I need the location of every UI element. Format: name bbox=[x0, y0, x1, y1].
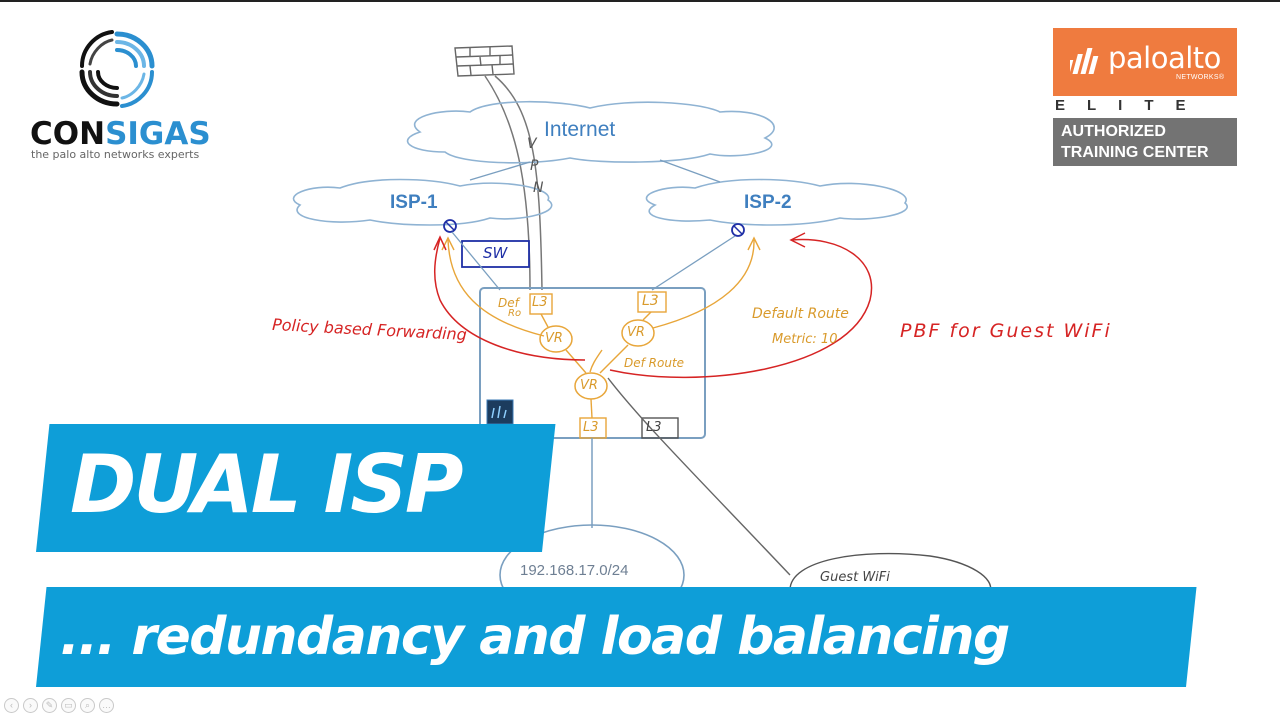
default-route-label: Default Route bbox=[752, 306, 849, 322]
l3-bottom-left-label: L3 bbox=[583, 420, 599, 435]
firewall-icon bbox=[454, 45, 515, 77]
vpn-letter-n: N bbox=[533, 180, 544, 196]
lan-subnet-label: 192.168.17.0/24 bbox=[520, 562, 629, 579]
more-icon[interactable]: … bbox=[99, 698, 114, 713]
internet-isp1-link bbox=[469, 161, 531, 181]
vr-left-label: VR bbox=[545, 331, 563, 346]
vpn-letter-v: V bbox=[527, 136, 537, 152]
isp2-label: ISP-2 bbox=[744, 192, 792, 213]
switch-label: SW bbox=[483, 244, 508, 262]
device-icon bbox=[486, 399, 514, 425]
pbf-guest-wifi-label: PBF for Guest WiFi bbox=[900, 320, 1112, 342]
default-route-isp2-arrow bbox=[652, 239, 755, 329]
l3-bottom-right-label: L3 bbox=[646, 420, 662, 435]
vr-right-circle bbox=[621, 319, 655, 347]
paloalto-logo-icon bbox=[1070, 48, 1099, 74]
vpn-tunnel-line-b bbox=[494, 75, 543, 291]
l3-top-right-label: L3 bbox=[642, 293, 659, 309]
isp2-cloud bbox=[645, 178, 908, 226]
isp2-firewall-link bbox=[651, 235, 736, 291]
internet-isp2-link bbox=[659, 159, 721, 183]
internet-label: Internet bbox=[544, 118, 616, 141]
l3-box-top-right bbox=[637, 291, 667, 313]
paloalto-name: paloalto bbox=[1108, 41, 1221, 75]
guest-wifi-link bbox=[607, 377, 791, 576]
pbf-isp1-arrow bbox=[433, 237, 586, 361]
default-route-isp1-arrow bbox=[447, 239, 545, 337]
isp1-firewall-link bbox=[451, 231, 501, 291]
paloalto-badge-top bbox=[1053, 28, 1237, 96]
paloalto-badge-bottom bbox=[1053, 118, 1237, 166]
def-route-left-label-2: Ro bbox=[508, 308, 522, 319]
vr-right-label: VR bbox=[627, 325, 645, 340]
consigas-wordmark: CONSIGAS bbox=[30, 117, 211, 151]
guest-wifi-label: Guest WiFi bbox=[820, 570, 890, 585]
l3-top-left-label: L3 bbox=[532, 295, 548, 310]
wordmark-part-1: CON bbox=[30, 116, 106, 152]
vr-bottom-label: VR bbox=[580, 378, 598, 393]
title-text: DUAL ISP bbox=[70, 438, 464, 531]
isp1-cloud bbox=[292, 178, 553, 226]
training-center-label: TRAINING CENTER bbox=[1061, 144, 1209, 161]
isp1-label: ISP-1 bbox=[390, 192, 438, 213]
switch-box bbox=[461, 240, 530, 268]
next-icon[interactable]: › bbox=[23, 698, 38, 713]
zoom-icon[interactable]: ⌕ bbox=[80, 698, 95, 713]
internet-cloud bbox=[406, 100, 775, 164]
isp2-modem-icon bbox=[731, 223, 745, 237]
vpn-letter-p: P bbox=[530, 158, 539, 174]
presentation-toolbar: ‹ › ✎ ▭ ⌕ … bbox=[4, 698, 114, 713]
authorized-label: AUTHORIZED bbox=[1061, 123, 1166, 140]
vr-left-circle bbox=[539, 325, 573, 353]
isp1-modem-icon bbox=[443, 219, 457, 233]
subtitle-text: ... redundancy and load balancing bbox=[60, 607, 1010, 667]
consigas-tagline: the palo alto networks experts bbox=[31, 148, 200, 161]
pbf-isp2-arrow bbox=[609, 238, 873, 379]
paloalto-networks: NETWORKS® bbox=[1176, 74, 1225, 81]
pen-icon[interactable]: ✎ bbox=[42, 698, 57, 713]
prev-icon[interactable]: ‹ bbox=[4, 698, 19, 713]
copy-icon[interactable]: ▭ bbox=[61, 698, 76, 713]
consigas-swirl-icon bbox=[79, 30, 155, 108]
l3-box-bottom-left bbox=[579, 417, 607, 439]
def-route-center-label: Def Route bbox=[624, 356, 685, 370]
paloalto-elite: ELITE bbox=[1055, 97, 1208, 114]
metric-label: Metric: 10 bbox=[772, 332, 838, 347]
wordmark-part-2: SIGAS bbox=[105, 116, 211, 152]
guest-wifi-ellipse bbox=[789, 552, 992, 593]
def-route-left-label-1: Def bbox=[498, 296, 519, 310]
